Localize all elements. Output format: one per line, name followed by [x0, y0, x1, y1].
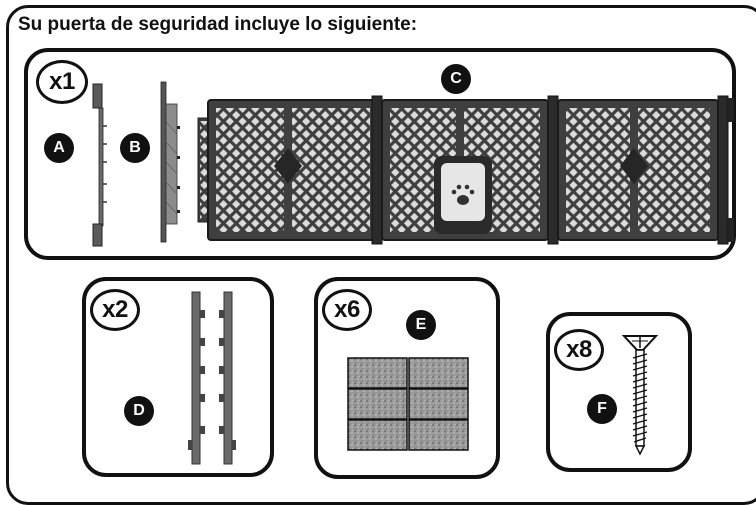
gate-panel-center	[381, 99, 549, 241]
part-e-illustration	[347, 357, 469, 451]
label-a: A	[44, 133, 74, 163]
quantity-badge-x2: x2	[90, 289, 140, 331]
quantity-badge-x6: x6	[322, 289, 372, 331]
gate-panel-left	[207, 99, 379, 241]
part-d-rail-left	[188, 291, 205, 465]
gate-panel-right	[557, 99, 719, 241]
label-e: E	[406, 310, 436, 340]
part-b-illustration	[160, 81, 180, 243]
page-title: Su puerta de seguridad incluye lo siguie…	[18, 14, 418, 35]
quantity-badge-x8: x8	[554, 329, 604, 371]
screw-icon	[621, 335, 659, 456]
label-d: D	[124, 396, 154, 426]
adhesive-pads	[347, 357, 469, 451]
part-a-illustration	[92, 83, 107, 247]
part-d-illustration	[188, 291, 236, 465]
part-c-illustration	[197, 95, 734, 245]
label-c: C	[441, 64, 471, 94]
part-d-rail-right	[219, 291, 236, 465]
quantity-badge-x1: x1	[36, 60, 88, 104]
label-b: B	[120, 133, 150, 163]
parts-group-d	[82, 277, 274, 477]
label-f: F	[587, 394, 617, 424]
paw-icon	[451, 184, 475, 205]
